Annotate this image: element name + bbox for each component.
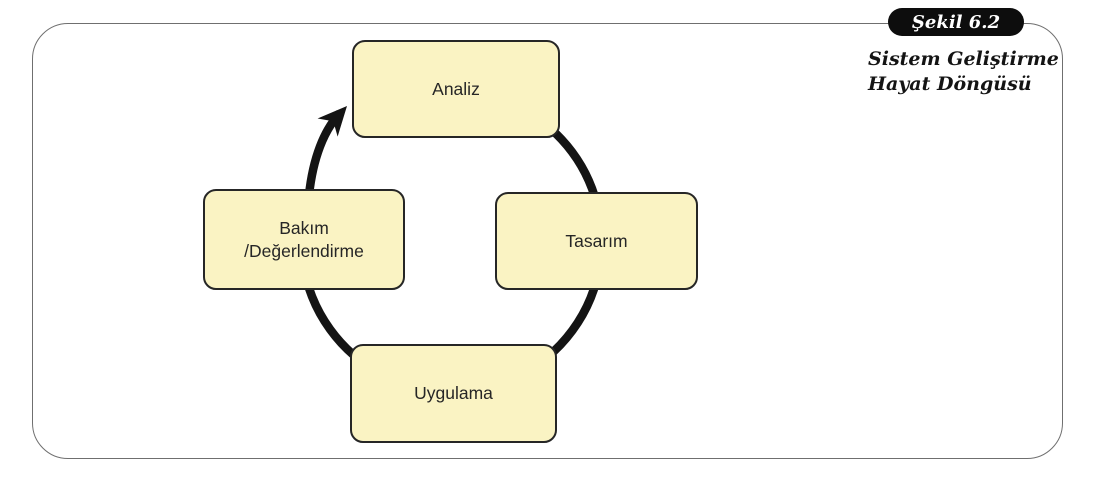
node-tasarim: Tasarım [495, 192, 698, 290]
node-uygulama: Uygulama [350, 344, 557, 443]
node-label: Uygulama [414, 383, 493, 403]
figure-frame [32, 23, 1063, 459]
node-bakim: Bakım /Değerlendirme [203, 189, 405, 290]
node-label: Tasarım [565, 230, 628, 251]
node-label: Bakım /Değerlendirme [244, 217, 364, 261]
node-label: Analiz [432, 78, 480, 99]
figure-badge: Şekil 6.2 [888, 8, 1024, 36]
arrowhead-icon [317, 106, 347, 137]
node-analiz: Analiz [352, 40, 560, 138]
figure-badge-label: Şekil 6.2 [911, 11, 1001, 33]
figure-caption: Sistem Geliştirme Hayat Döngüsü [868, 48, 1059, 95]
